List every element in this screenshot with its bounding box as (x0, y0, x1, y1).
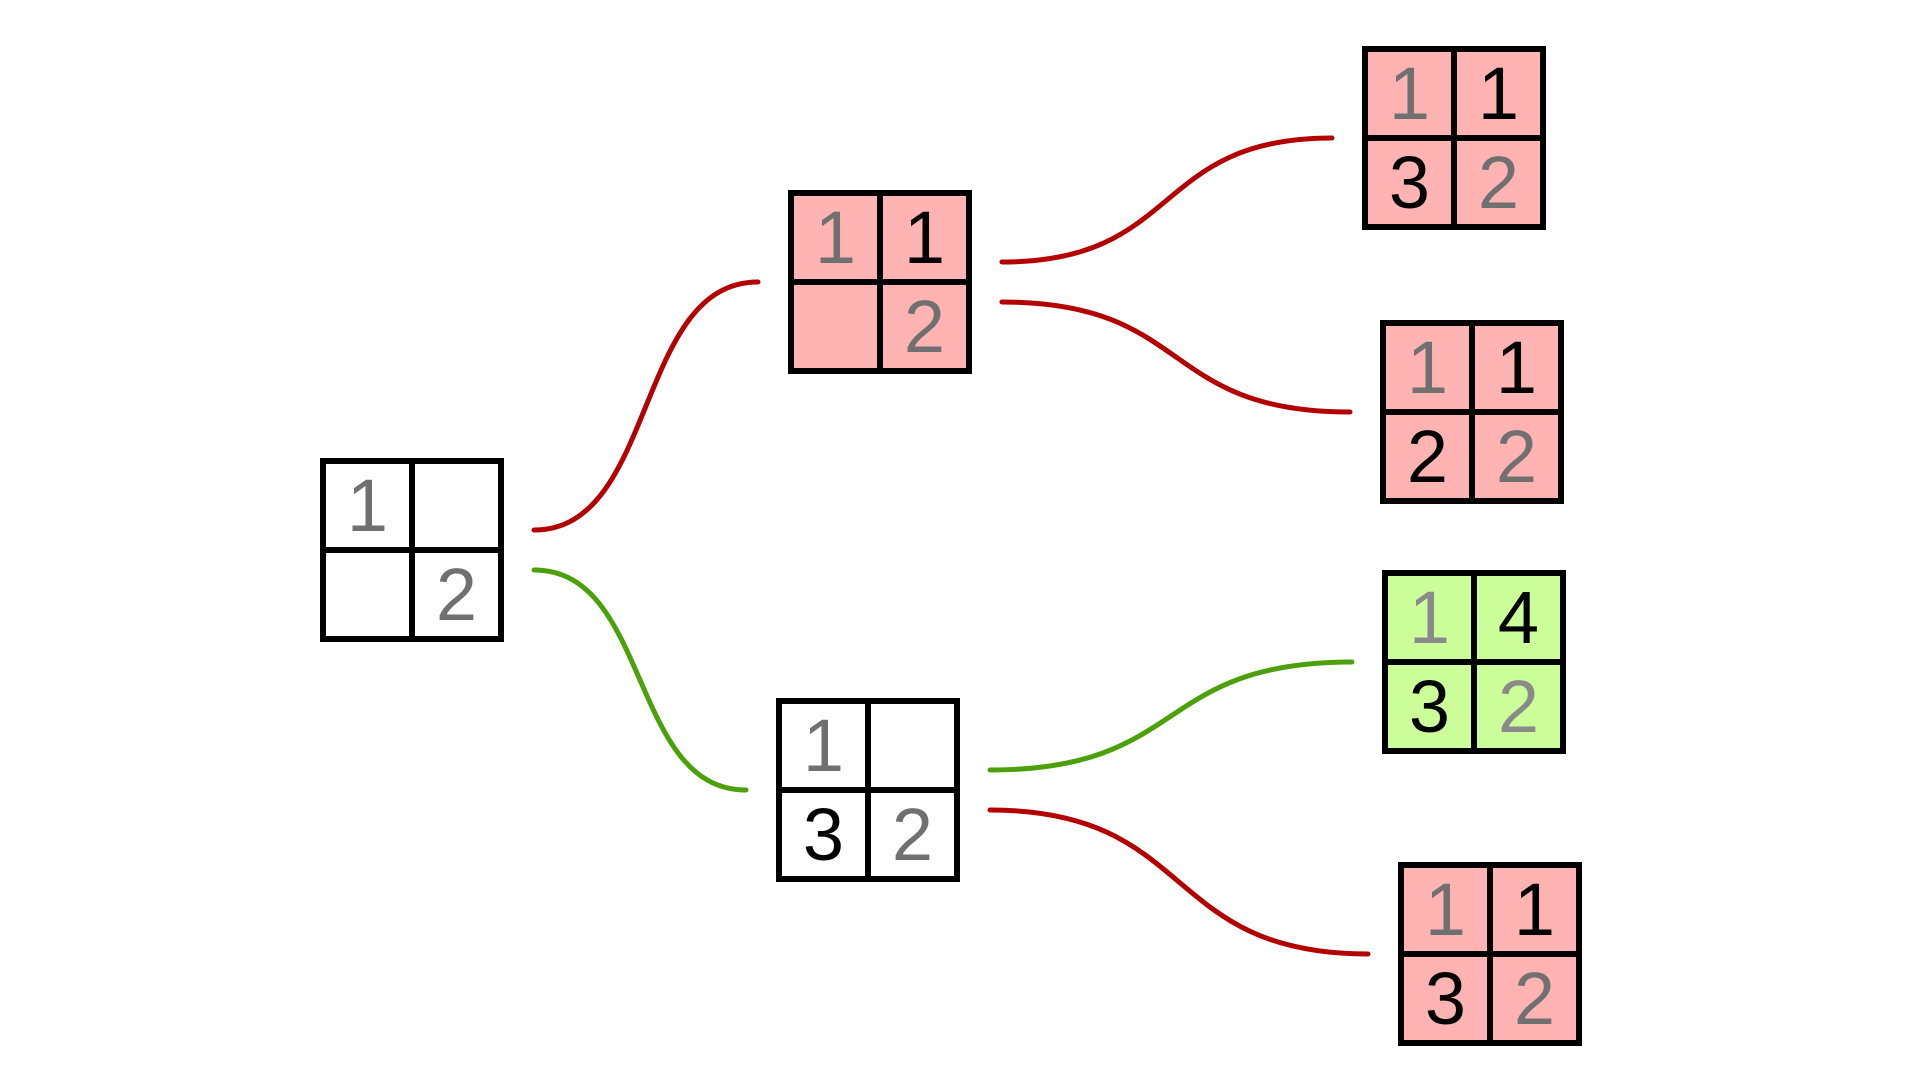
cell: 1 (880, 196, 966, 282)
cell: 2 (1386, 412, 1472, 498)
board-level2-d: 1 1 3 2 (1398, 862, 1582, 1046)
board-level1-a: 1 1 2 (788, 190, 972, 374)
cell: 1 (1490, 868, 1576, 954)
cell (868, 704, 954, 790)
board-level1-b: 1 3 2 (776, 698, 960, 882)
cell: 1 (1454, 52, 1540, 138)
edge-level1-a-to-level2-a (999, 135, 1335, 265)
edge-level1-b-to-level2-d (987, 807, 1371, 957)
cell: 3 (1388, 662, 1474, 748)
edge-root-to-level1-a (531, 279, 761, 533)
cell: 1 (782, 704, 868, 790)
edge-level1-a-to-level2-b (999, 299, 1353, 415)
cell: 3 (782, 790, 868, 876)
cell: 2 (1490, 954, 1576, 1040)
cell (794, 282, 880, 368)
board-level2-c: 1 4 3 2 (1382, 570, 1566, 754)
edge-level1-b-to-level2-c (987, 659, 1355, 773)
cell: 1 (794, 196, 880, 282)
cell: 3 (1368, 138, 1454, 224)
edge-root-to-level1-b (531, 567, 749, 793)
cell: 3 (1404, 954, 1490, 1040)
cell: 1 (1404, 868, 1490, 954)
cell: 1 (1368, 52, 1454, 138)
cell: 2 (1454, 138, 1540, 224)
cell: 2 (412, 550, 498, 636)
cell: 4 (1474, 576, 1560, 662)
cell: 1 (326, 464, 412, 550)
cell: 2 (1474, 662, 1560, 748)
cell: 2 (868, 790, 954, 876)
cell: 1 (1388, 576, 1474, 662)
cell: 2 (1472, 412, 1558, 498)
board-level2-a: 1 1 3 2 (1362, 46, 1546, 230)
cell: 1 (1472, 326, 1558, 412)
board-root: 1 2 (320, 458, 504, 642)
cell: 2 (880, 282, 966, 368)
board-level2-b: 1 1 2 2 (1380, 320, 1564, 504)
cell (326, 550, 412, 636)
cell: 1 (1386, 326, 1472, 412)
cell (412, 464, 498, 550)
